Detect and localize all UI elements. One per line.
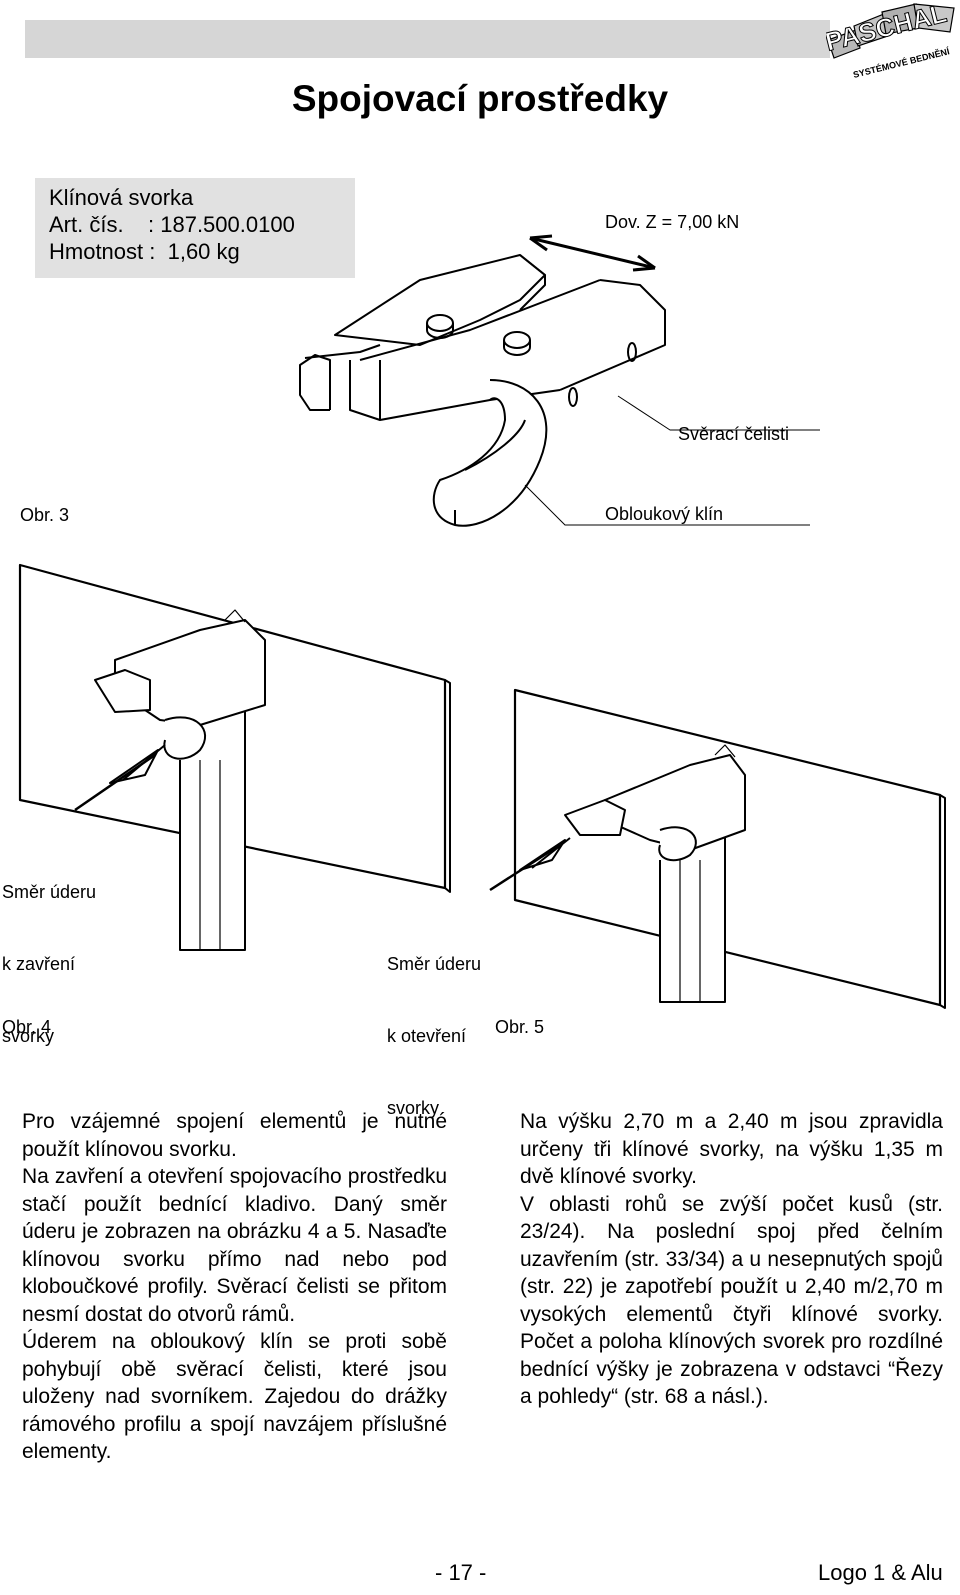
technical-drawing bbox=[18, 234, 946, 1009]
product-weight: Hmotnost : 1,60 kg bbox=[49, 239, 240, 264]
header-bar bbox=[25, 20, 830, 58]
page-number: - 17 - bbox=[435, 1560, 487, 1585]
close-direction-line: svorky bbox=[2, 1026, 55, 1046]
close-direction-line: k zavření bbox=[2, 954, 76, 974]
wedge-clamp-drawing bbox=[299, 234, 820, 527]
open-direction-line: Směr úderu bbox=[387, 954, 482, 974]
figure-caption-4: Obr. 4 bbox=[2, 1017, 52, 1037]
paragraph: Na zavření a otevření spojovacího prostř… bbox=[22, 1165, 447, 1326]
paragraph: Na výšku 2,70 m a 2,40 m jsou zpravidla … bbox=[520, 1110, 943, 1188]
panel-close-drawing bbox=[18, 563, 451, 951]
wedge-label: Obloukový klín bbox=[605, 504, 724, 524]
jaws-label: Svěrací čelisti bbox=[678, 424, 790, 444]
text-column-right: Na výšku 2,70 m a 2,40 m jsou zpravidla … bbox=[520, 1108, 943, 1411]
paragraph: V oblasti rohů se zvýší počet kusů (str.… bbox=[520, 1192, 943, 1409]
close-direction-label: Směr úderu k zavření svorky bbox=[2, 832, 96, 1072]
panel-open-drawing bbox=[489, 688, 946, 1009]
open-direction-label: Směr úderu k otevření svorky bbox=[387, 904, 481, 1144]
page-title: Spojovací prostředky bbox=[291, 78, 669, 119]
figure-caption-5: Obr. 5 bbox=[495, 1017, 545, 1037]
paragraph: Úderem na obloukový klín se proti sobě p… bbox=[22, 1330, 447, 1463]
open-direction-line: svorky bbox=[387, 1098, 440, 1118]
footer-product: Logo 1 & Alu bbox=[818, 1560, 943, 1585]
force-label: Dov. Z = 7,00 kN bbox=[605, 212, 740, 232]
figure-caption-3: Obr. 3 bbox=[20, 505, 70, 525]
article-number: Art. čís. : 187.500.0100 bbox=[49, 212, 295, 237]
close-direction-line: Směr úderu bbox=[2, 882, 97, 902]
product-name: Klínová svorka bbox=[49, 185, 194, 210]
paschal-logo: PASCHAL SYSTÉMOVÉ BEDNĚNÍ bbox=[822, 0, 960, 86]
paragraph: Pro vzájemné spojení elementů je nutné p… bbox=[22, 1110, 447, 1161]
open-direction-line: k otevření bbox=[387, 1026, 467, 1046]
product-info-box: Klínová svorka Art. čís. : 187.500.0100 … bbox=[35, 178, 355, 278]
text-column-left: Pro vzájemné spojení elementů je nutné p… bbox=[22, 1108, 447, 1466]
